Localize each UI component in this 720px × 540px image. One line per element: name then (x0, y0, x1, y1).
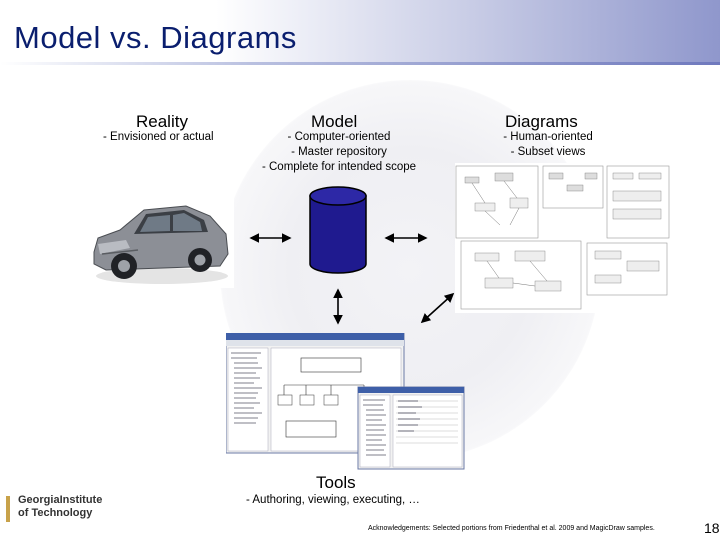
logo-line: GeorgiaInstitute (18, 494, 103, 506)
diagrams-line: - Subset views (510, 146, 586, 158)
diagrams-heading: Diagrams (505, 112, 578, 131)
title-bar (0, 0, 720, 62)
title-rule (0, 62, 720, 65)
reality-heading: Reality (136, 112, 188, 131)
database-cylinder-icon (308, 186, 368, 281)
model-line: - Complete for intended scope (261, 161, 417, 173)
reality-subtext: - Envisioned or actual (103, 130, 214, 145)
model-heading: Model (311, 112, 358, 131)
model-subtext: - Computer-oriented - Master repository … (255, 130, 423, 175)
acknowledgement-note: Acknowledgements: Selected portions from… (368, 525, 655, 532)
model-line: - Master repository (291, 146, 387, 158)
logo-line: of Technology (18, 507, 93, 519)
diagrams-line: - Human-oriented (503, 131, 593, 143)
tool-screenshots (225, 332, 466, 473)
logo-bar (6, 496, 10, 522)
car-image (86, 190, 234, 288)
slide-title: Model vs. Diagrams (14, 20, 297, 55)
tools-subtext: - Authoring, viewing, executing, … (246, 494, 420, 506)
page-number: 18 (704, 520, 720, 536)
double-arrow-diagrams-tools (420, 292, 455, 324)
diagram-thumbnail (455, 163, 670, 313)
reality-line: - Envisioned or actual (103, 131, 214, 143)
diagrams-subtext: - Human-oriented - Subset views (500, 130, 596, 160)
tools-heading: Tools (316, 473, 356, 492)
model-line: - Computer-oriented (287, 131, 391, 143)
